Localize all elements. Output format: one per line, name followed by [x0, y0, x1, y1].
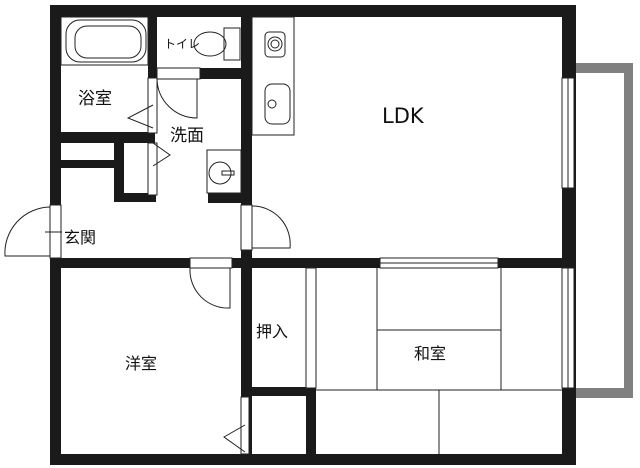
tatami-mats	[316, 268, 562, 454]
room-label-entrance: 玄関	[64, 228, 97, 247]
balcony	[574, 63, 633, 398]
room-label-ldk: LDK	[382, 104, 424, 128]
doors	[4, 67, 317, 455]
room-label-bath: 浴室	[78, 89, 112, 109]
room-label-closet: 押入	[256, 322, 289, 341]
toilet-icon	[193, 27, 241, 61]
windows	[379, 77, 575, 389]
room-label-washroom: 洗面	[170, 126, 204, 146]
room-label-japanese: 和室	[414, 344, 447, 363]
bathtub-icon	[60, 16, 149, 66]
kitchen-counter	[251, 16, 295, 136]
wash-basin-icon	[206, 149, 242, 194]
room-label-toilet: トイレ	[164, 37, 201, 51]
interior-walls	[50, 5, 567, 465]
room-label-western: 洋室	[125, 354, 158, 373]
